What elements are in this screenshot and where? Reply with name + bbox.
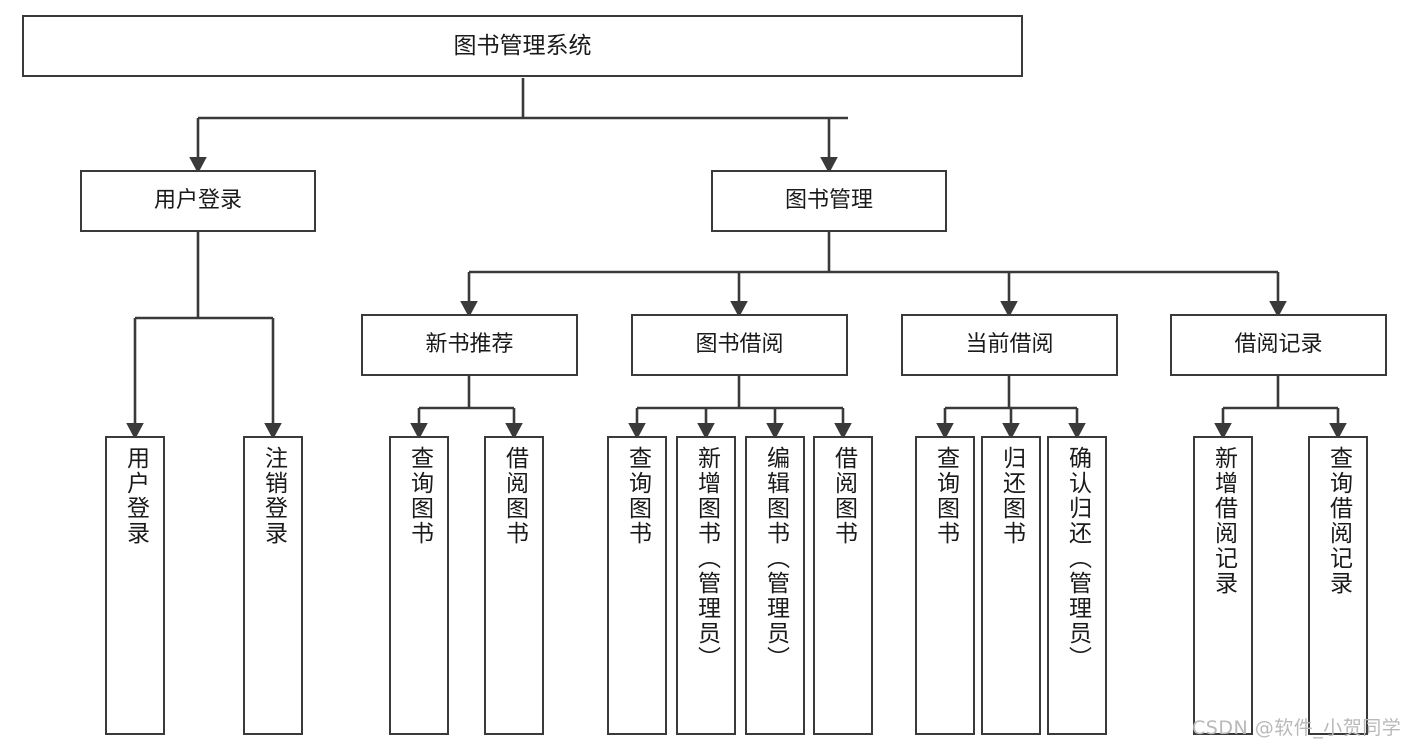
node-user-login[interactable]: 用户登录 (80, 170, 316, 232)
node-label: 新书推荐 (425, 331, 514, 357)
node-label: 新增借阅记录 (1210, 446, 1237, 596)
leaf-borrow-query-book[interactable]: 查询图书 (607, 436, 667, 735)
node-new-book-recommend[interactable]: 新书推荐 (361, 314, 578, 376)
node-root-book-management-system[interactable]: 图书管理系统 (22, 15, 1023, 77)
node-label: 用户登录 (122, 446, 149, 546)
node-label: 确认归还（管理员） (1064, 446, 1091, 671)
node-label: 借阅图书 (501, 446, 528, 546)
node-label: 查询借阅记录 (1325, 446, 1352, 596)
leaf-user-login-signin[interactable]: 用户登录 (105, 436, 165, 735)
node-book-borrow[interactable]: 图书借阅 (631, 314, 848, 376)
leaf-user-login-signout[interactable]: 注销登录 (243, 436, 303, 735)
leaf-new-book-borrow[interactable]: 借阅图书 (484, 436, 544, 735)
node-book-management[interactable]: 图书管理 (711, 170, 947, 232)
leaf-record-add-borrow-record[interactable]: 新增借阅记录 (1193, 436, 1253, 735)
leaf-current-return-book[interactable]: 归还图书 (981, 436, 1041, 735)
node-label: 图书借阅 (695, 331, 784, 357)
node-label: 归还图书 (998, 446, 1025, 546)
node-label: 查询图书 (624, 446, 651, 546)
node-label: 借阅记录 (1234, 331, 1323, 357)
node-borrow-record[interactable]: 借阅记录 (1170, 314, 1387, 376)
leaf-current-query-book[interactable]: 查询图书 (915, 436, 975, 735)
node-label: 注销登录 (260, 446, 287, 546)
node-label: 图书管理系统 (453, 32, 592, 59)
node-label: 图书管理 (784, 187, 873, 213)
leaf-new-book-query[interactable]: 查询图书 (389, 436, 449, 735)
node-label: 新增图书（管理员） (693, 446, 720, 671)
node-current-borrow[interactable]: 当前借阅 (901, 314, 1118, 376)
node-label: 查询图书 (406, 446, 433, 546)
leaf-borrow-edit-book-admin[interactable]: 编辑图书（管理员） (745, 436, 805, 735)
node-label: 编辑图书（管理员） (762, 446, 789, 671)
node-label: 用户登录 (153, 187, 242, 213)
leaf-borrow-borrow-book[interactable]: 借阅图书 (813, 436, 873, 735)
node-label: 查询图书 (932, 446, 959, 546)
leaf-record-query-borrow-record[interactable]: 查询借阅记录 (1308, 436, 1368, 735)
leaf-borrow-add-book-admin[interactable]: 新增图书（管理员） (676, 436, 736, 735)
leaf-current-confirm-return-admin[interactable]: 确认归还（管理员） (1047, 436, 1107, 735)
node-label: 当前借阅 (965, 331, 1054, 357)
watermark-text: CSDN @软件_小贺同学 (1192, 717, 1402, 739)
node-label: 借阅图书 (830, 446, 857, 546)
